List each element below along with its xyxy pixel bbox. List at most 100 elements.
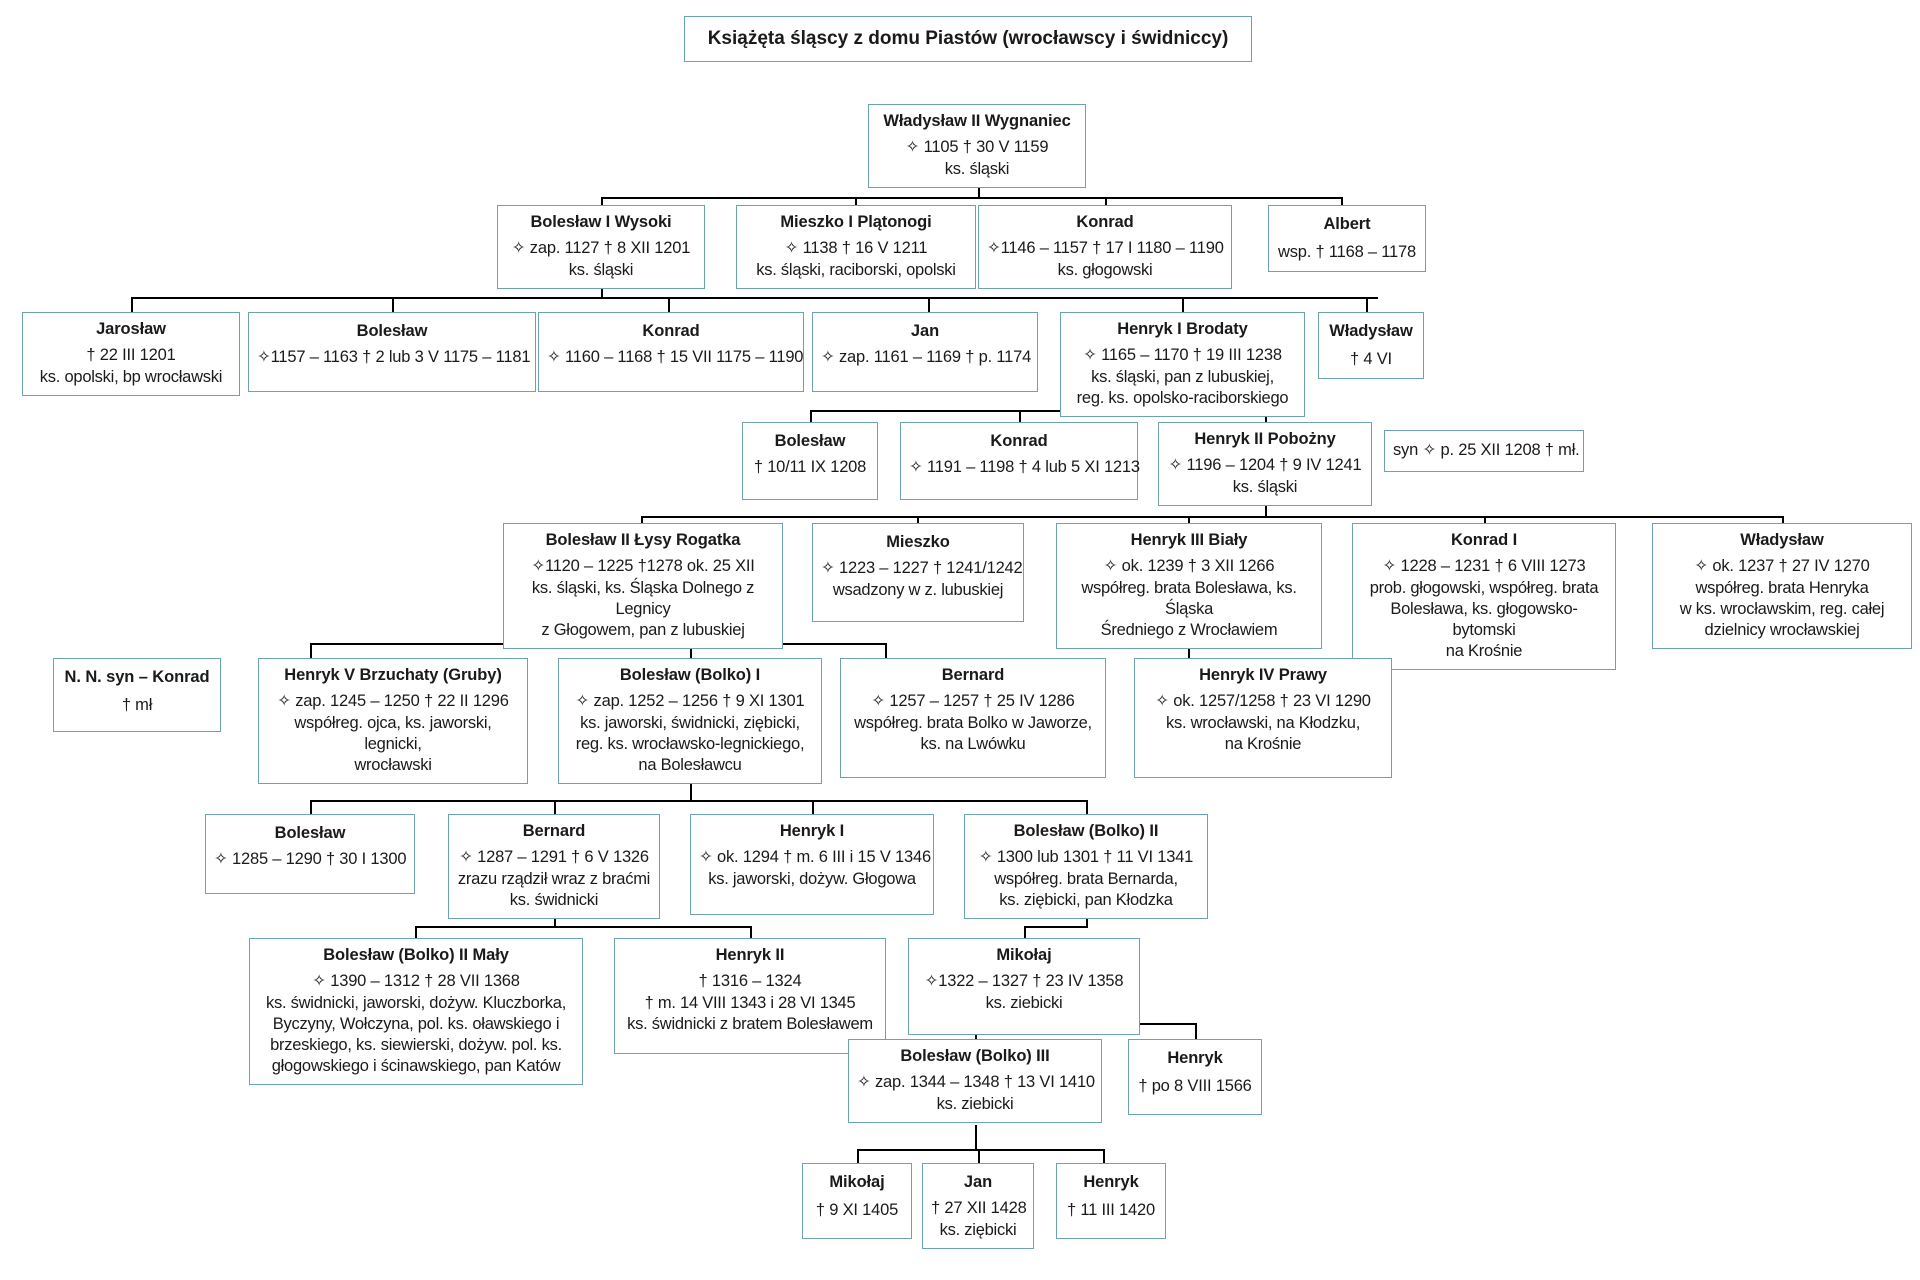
- person-dates: † 11 III 1420: [1067, 1201, 1155, 1220]
- person-name: Henryk I: [779, 822, 845, 840]
- person-node[interactable]: Konrad ✧ 1160 – 1168 † 15 VII 1175 – 119…: [538, 312, 804, 392]
- connector: [310, 800, 312, 814]
- person-name: Bolesław I Wysoki: [530, 213, 672, 231]
- person-node[interactable]: Bernard ✧ 1287 – 1291 † 6 V 1326 zrazu r…: [448, 814, 660, 920]
- person-titles: na Bolesławcu: [638, 756, 742, 775]
- person-titles: ks. jaworski, dożyw. Głogowa: [708, 869, 916, 888]
- person-titles: reg. ks. wrocławsko-legnickiego,: [575, 734, 805, 753]
- person-node[interactable]: Jarosław † 22 III 1201 ks. opolski, bp w…: [22, 312, 240, 396]
- person-node[interactable]: Jan ✧ zap. 1161 – 1169 † p. 1174: [812, 312, 1038, 392]
- connector: [978, 1149, 980, 1163]
- connector: [917, 516, 919, 523]
- connector: [812, 800, 814, 814]
- person-node[interactable]: Albert wsp. † 1168 – 1178: [1268, 205, 1426, 272]
- person-name: Henryk III Biały: [1130, 531, 1248, 549]
- person-name: Henryk: [1083, 1173, 1139, 1191]
- person-node[interactable]: Bolesław † 10/11 IX 1208: [742, 422, 878, 500]
- person-node[interactable]: Mikołaj ✧1322 – 1327 † 23 IV 1358 ks. zi…: [908, 938, 1140, 1035]
- person-node[interactable]: Bolesław (Bolko) II Mały ✧ 1390 – 1312 †…: [249, 938, 583, 1086]
- connector: [1103, 1149, 1105, 1163]
- person-dates: ✧ zap. 1344 – 1348 † 13 VI 1410: [857, 1073, 1095, 1092]
- connector: [1086, 800, 1088, 814]
- person-titles: prob. głogowski, współreg. brata: [1369, 578, 1599, 597]
- person-node[interactable]: Bolesław (Bolko) III ✧ zap. 1344 – 1348 …: [848, 1039, 1102, 1123]
- person-node[interactable]: Władysław II Wygnaniec ✧ 1105 † 30 V 115…: [868, 104, 1086, 188]
- person-name: Bolesław: [356, 322, 428, 340]
- person-node[interactable]: Konrad ✧ 1191 – 1198 † 4 lub 5 XI 1213: [900, 422, 1140, 500]
- person-node[interactable]: Bernard ✧ 1257 – 1257 † 25 IV 1286 współ…: [840, 658, 1106, 779]
- person-node[interactable]: Bolesław ✧ 1285 – 1290 † 30 I 1300: [205, 814, 415, 894]
- person-node[interactable]: Henryk I ✧ ok. 1294 † m. 6 III i 15 V 13…: [690, 814, 934, 915]
- connector: [415, 926, 417, 938]
- person-node[interactable]: Henryk V Brzuchaty (Gruby) ✧ zap. 1245 –…: [258, 658, 528, 785]
- person-node[interactable]: Henryk † po 8 VIII 1566: [1128, 1039, 1262, 1115]
- person-titles: ks. jaworski, świdnicki, ziębicki,: [580, 713, 800, 732]
- person-node[interactable]: Bolesław II Łysy Rogatka ✧1120 – 1225 †1…: [503, 523, 783, 650]
- person-dates: ✧1146 – 1157 † 17 I 1180 – 1190: [987, 239, 1224, 258]
- person-name: Henryk: [1167, 1049, 1223, 1067]
- connector: [554, 800, 556, 814]
- connector: [810, 410, 1265, 412]
- person-dates: † po 8 VIII 1566: [1138, 1077, 1252, 1096]
- person-node[interactable]: Konrad I ✧ 1228 – 1231 † 6 VIII 1273 pro…: [1352, 523, 1616, 671]
- person-node[interactable]: Władysław † 4 VI: [1318, 312, 1424, 379]
- person-node[interactable]: Henryk I Brodaty ✧ 1165 – 1170 † 19 III …: [1060, 312, 1305, 418]
- person-dates: ✧ 1300 lub 1301 † 11 VI 1341: [978, 848, 1194, 867]
- person-node[interactable]: Bolesław (Bolko) I ✧ zap. 1252 – 1256 † …: [558, 658, 822, 785]
- person-dates: † 1316 – 1324: [698, 972, 802, 991]
- person-node[interactable]: syn ✧ p. 25 XII 1208 † mł.: [1384, 430, 1584, 473]
- connector: [855, 197, 857, 206]
- person-node[interactable]: Bolesław (Bolko) II ✧ 1300 lub 1301 † 11…: [964, 814, 1208, 920]
- person-dates: ✧ zap. 1252 – 1256 † 9 XI 1301: [575, 692, 805, 711]
- person-dates: † 4 VI: [1350, 350, 1392, 369]
- person-node[interactable]: Władysław ✧ ok. 1237 † 27 IV 1270 współr…: [1652, 523, 1912, 650]
- person-dates: ✧ 1287 – 1291 † 6 V 1326: [459, 848, 649, 867]
- person-titles: ks. głogowski: [1057, 260, 1153, 279]
- person-node[interactable]: Henryk IV Prawy ✧ ok. 1257/1258 † 23 VI …: [1134, 658, 1392, 779]
- person-titles: ks. świdnicki, jaworski, dożyw. Kluczbor…: [265, 993, 567, 1012]
- person-titles: współreg. brata Bolko w Jaworze,: [854, 713, 1092, 732]
- person-titles: współreg. brata Henryka: [1695, 578, 1869, 597]
- person-titles: ks. świdnicki: [509, 890, 599, 909]
- connector: [1024, 926, 1088, 928]
- person-titles: z Głogowem, pan z lubuskiej: [541, 621, 745, 640]
- person-node[interactable]: Mikołaj † 9 XI 1405: [802, 1163, 912, 1239]
- person-name: Bolesław (Bolko) I: [619, 666, 761, 684]
- connector: [641, 516, 1782, 518]
- person-name: Mieszko: [886, 533, 950, 551]
- person-dates: ✧ 1196 – 1204 † 9 IV 1241: [1168, 456, 1362, 475]
- person-titles: reg. ks. opolsko-raciborskiego: [1076, 388, 1289, 407]
- person-titles: współreg. brata Bernarda,: [994, 869, 1178, 888]
- person-titles: ks. wrocławski, na Kłodzku,: [1165, 713, 1361, 732]
- person-titles: ks. ziębicki, pan Kłodzka: [999, 890, 1173, 909]
- person-node[interactable]: N. N. syn – Konrad † mł: [53, 658, 221, 732]
- person-node[interactable]: Henryk † 11 III 1420: [1056, 1163, 1166, 1239]
- connector: [1341, 197, 1343, 206]
- person-name: Władysław: [1329, 322, 1413, 340]
- person-node[interactable]: Henryk III Biały ✧ ok. 1239 † 3 XII 1266…: [1056, 523, 1322, 650]
- person-node[interactable]: Mieszko ✧ 1223 – 1227 † 1241/1242 wsadzo…: [812, 523, 1024, 622]
- person-node[interactable]: Jan † 27 XII 1428 ks. ziębicki: [922, 1163, 1034, 1249]
- person-titles: głogowskiego i ścinawskiego, pan Katów: [271, 1057, 561, 1076]
- person-node[interactable]: Bolesław I Wysoki ✧ zap. 1127 † 8 XII 12…: [497, 205, 705, 289]
- person-dates: † 27 XII 1428: [931, 1199, 1027, 1218]
- person-node[interactable]: Konrad ✧1146 – 1157 † 17 I 1180 – 1190 k…: [978, 205, 1232, 289]
- person-titles: ks. opolski, bp wrocławski: [39, 367, 223, 386]
- person-node[interactable]: Mieszko I Plątonogi ✧ 1138 † 16 V 1211 k…: [736, 205, 976, 289]
- person-titles: dzielnicy wrocławskiej: [1704, 621, 1860, 640]
- person-dates: ✧ zap. 1127 † 8 XII 1201: [511, 239, 691, 258]
- connector: [690, 784, 692, 802]
- person-titles: na Krośnie: [1445, 642, 1523, 661]
- connector: [131, 297, 133, 312]
- person-titles: współreg. ojca, ks. jaworski, legnicki,: [294, 713, 492, 753]
- connector: [1366, 297, 1368, 312]
- person-dates: ✧1120 – 1225 †1278 ok. 25 XII: [531, 557, 755, 576]
- person-node[interactable]: Bolesław ✧1157 – 1163 † 2 lub 3 V 1175 –…: [248, 312, 536, 392]
- person-dates: † 10/11 IX 1208: [753, 458, 867, 477]
- person-name: Mikołaj: [829, 1173, 885, 1191]
- person-node[interactable]: Henryk II † 1316 – 1324 † m. 14 VIII 134…: [614, 938, 886, 1055]
- connector: [601, 197, 1341, 199]
- person-dates: ✧ ok. 1294 † m. 6 III i 15 V 1346: [699, 848, 931, 867]
- connector: [857, 1149, 1103, 1151]
- person-node[interactable]: Henryk II Pobożny ✧ 1196 – 1204 † 9 IV 1…: [1158, 422, 1372, 506]
